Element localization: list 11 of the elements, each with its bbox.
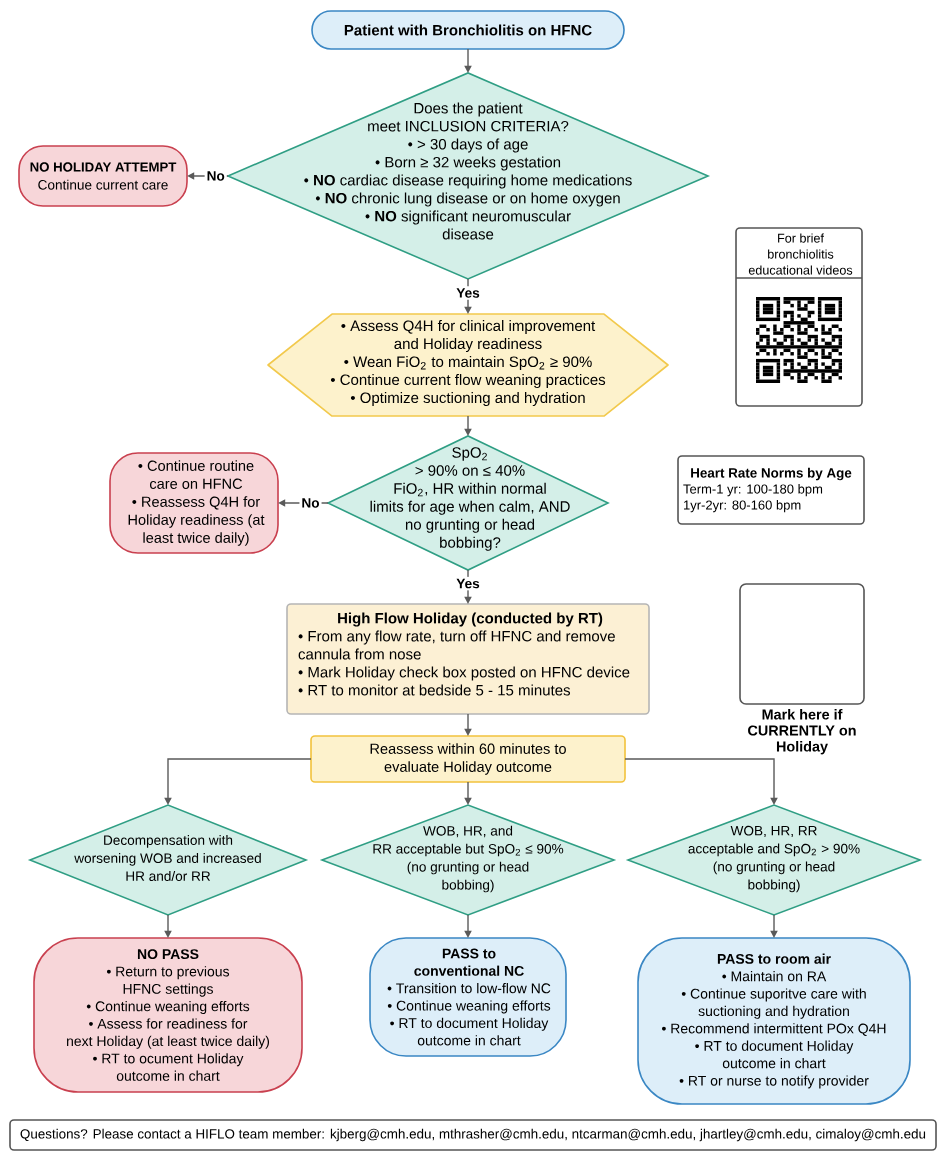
arrow [624,758,778,805]
arrow [464,914,472,938]
arrow [164,914,172,938]
arrow [770,914,778,938]
arrow [464,569,472,604]
arrow [164,758,312,805]
arrow [464,48,472,73]
arrow [464,415,472,436]
arrow [464,713,472,736]
arrow [464,781,472,805]
arrow [187,172,229,180]
